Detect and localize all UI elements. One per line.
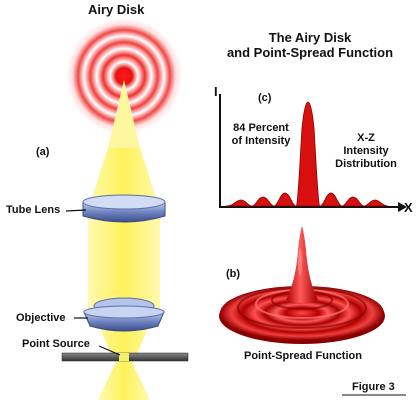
point-source-label: Point Source — [22, 338, 90, 350]
figure-title: The Airy Disk and Point-Spread Function — [210, 30, 410, 60]
light-beam — [88, 80, 160, 400]
axis-x-label: X — [404, 200, 413, 215]
objective-lens — [83, 297, 165, 332]
panel-b-label: (b) — [226, 268, 241, 280]
objective-label: Objective — [16, 312, 66, 324]
figure-number-label: Figure 3 — [352, 381, 395, 393]
x-axis-arrow — [398, 202, 407, 212]
airy-disk-label: Airy Disk — [88, 2, 145, 17]
xz-line3: Distribution — [335, 158, 397, 170]
percent-line1: 84 Percent — [233, 122, 289, 134]
panel-c-label: (c) — [258, 92, 272, 104]
intensity-profile-plot — [219, 94, 407, 212]
percent-line2: of Intensity — [231, 135, 291, 147]
psf-label: Point-Spread Function — [244, 350, 362, 362]
tube-lens-label: Tube Lens — [6, 204, 61, 216]
percent-intensity-annotation: 84 Percent of Intensity — [226, 122, 296, 148]
point-source-leader — [98, 345, 121, 356]
xz-line1: X-Z — [357, 132, 375, 144]
intensity-curve — [225, 101, 389, 207]
point-spread-function-3d — [219, 226, 385, 344]
axis-y-label: I — [214, 84, 218, 99]
figure-title-line2: and Point-Spread Function — [226, 45, 394, 60]
xz-line2: Intensity — [343, 145, 389, 157]
tube-lens — [82, 194, 166, 223]
specimen-slide — [61, 352, 189, 362]
tube-lens-leader — [65, 209, 87, 212]
figure-title-line1: The Airy Disk — [268, 30, 352, 45]
airy-disk-pattern — [66, 18, 182, 134]
panel-a-label: (a) — [36, 146, 50, 158]
xz-distribution-annotation: X-Z Intensity Distribution — [330, 132, 402, 171]
